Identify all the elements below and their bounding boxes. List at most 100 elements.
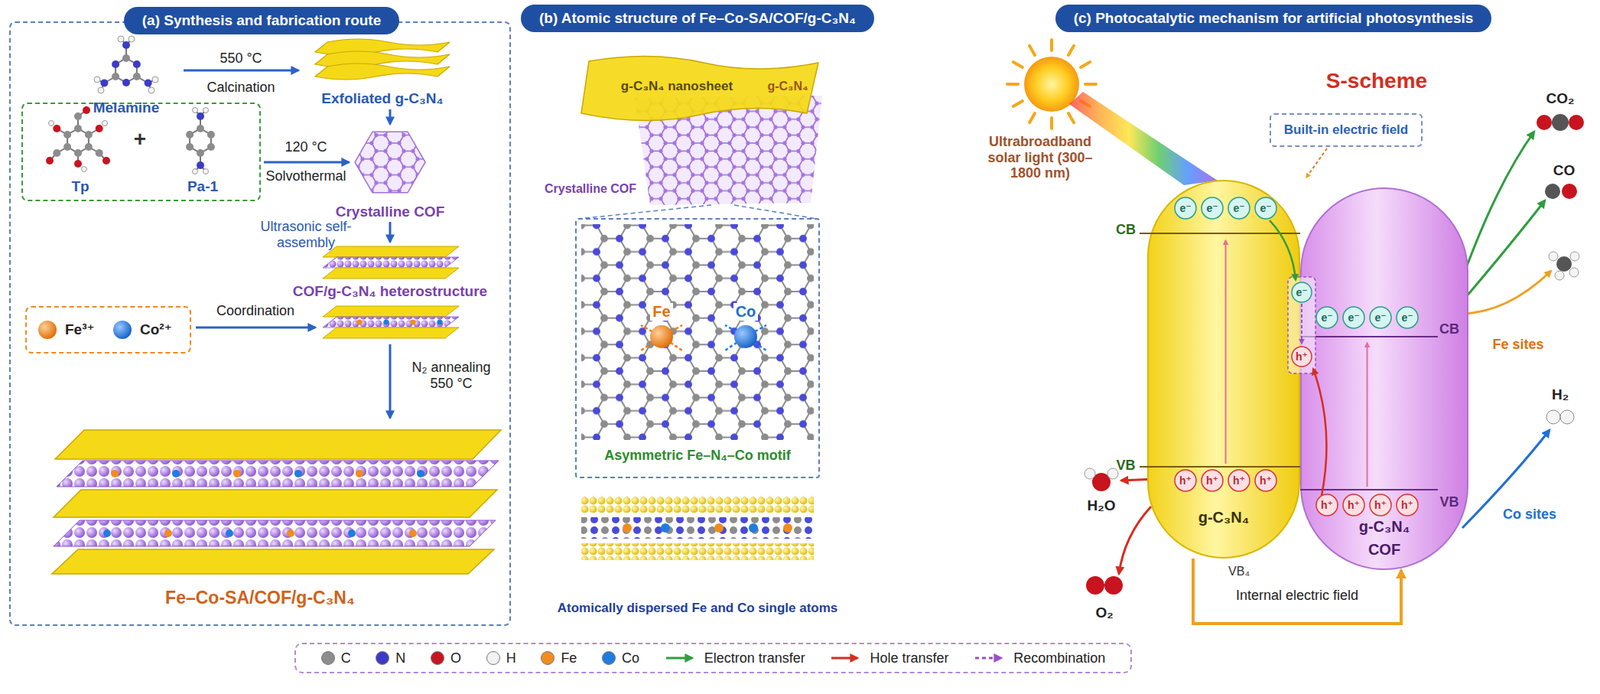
co-molecule xyxy=(1544,183,1578,199)
legend-item: C xyxy=(321,650,352,667)
text-label: H₂ xyxy=(1551,386,1569,404)
text-anchor: Co²⁺ xyxy=(139,321,173,339)
text-label: g-C₃N₄ xyxy=(1198,508,1250,527)
text-label: S-scheme xyxy=(1326,68,1428,94)
text-anchor: S-scheme xyxy=(1326,68,1428,94)
legend-text: Electron transfer xyxy=(704,650,806,667)
final-catalyst xyxy=(52,429,501,574)
text-anchor: CO xyxy=(1553,162,1576,179)
cof-crystal xyxy=(354,131,426,193)
text-anchor: e⁻ xyxy=(1232,201,1245,215)
text-label: Exfoliated g-C₃N₄ xyxy=(321,90,443,108)
exfoliated-sheets xyxy=(315,39,450,80)
header-text: (b) Atomic structure of Fe–Co-SA/COF/g-C… xyxy=(539,9,856,27)
text-anchor: Coordination xyxy=(216,302,295,319)
text-anchor: e⁻ xyxy=(1320,311,1333,324)
legend-text: Recombination xyxy=(1013,650,1106,667)
text-label: O₂ xyxy=(1095,604,1113,622)
legend-text: Fe xyxy=(560,650,577,667)
text-anchor: Asymmetric Fe–N₄–Co motif xyxy=(604,447,791,464)
text-label: h⁺ xyxy=(1320,498,1334,511)
text-label: Atomically dispersed Fe and Co single at… xyxy=(557,600,839,616)
legend-line xyxy=(975,656,1002,660)
text-label: COF/g-C₃N₄ heterostructure xyxy=(292,282,488,300)
text-label: Coordination xyxy=(216,302,295,319)
text-anchor: 120 °C xyxy=(284,139,327,156)
text-anchor: Fe xyxy=(650,302,673,321)
text-label: VB xyxy=(1115,457,1135,474)
text-anchor: CB xyxy=(1439,321,1460,338)
text-label: Fe–Co-SA/COF/g-C₃N₄ xyxy=(165,587,355,608)
text-anchor: g-C₃N₄ xyxy=(1198,508,1250,527)
text-label: e⁻ xyxy=(1206,201,1218,215)
text-anchor: VB₄ xyxy=(1228,564,1250,579)
text-anchor: COF/g-C₃N₄ heterostructure xyxy=(292,282,488,300)
legend-swatch xyxy=(486,650,501,665)
text-anchor: Co xyxy=(733,302,759,321)
text-label: + xyxy=(133,126,147,152)
legend-text: C xyxy=(341,650,352,667)
legend-item: Co xyxy=(601,650,640,667)
text-label: h⁺ xyxy=(1206,474,1219,487)
text-label: Pa-1 xyxy=(187,178,218,196)
text-label: 120 °C xyxy=(284,139,327,156)
panel-frame: (a) Synthesis and fabrication routeTpPa-… xyxy=(9,21,511,626)
text-anchor: h⁺ xyxy=(1206,474,1219,487)
text-label: h⁺ xyxy=(1295,350,1308,363)
legend-line xyxy=(831,656,858,660)
text-label: h⁺ xyxy=(1374,498,1387,511)
legend-swatch xyxy=(430,650,445,665)
text-anchor: Crystalline COF xyxy=(335,203,446,221)
panel-header: (b) Atomic structure of Fe–Co-SA/COF/g-C… xyxy=(520,4,875,33)
light-beam xyxy=(1069,91,1218,186)
text-anchor: h⁺ xyxy=(1179,474,1192,487)
water-molecule xyxy=(1084,468,1119,492)
text-anchor: Fe³⁺ xyxy=(65,321,95,339)
text-label: e⁻ xyxy=(1374,311,1386,324)
legend-line-sample xyxy=(664,652,699,664)
text-anchor: Tp xyxy=(71,178,89,196)
text-anchor: CO₂ xyxy=(1546,90,1575,108)
h2-molecule xyxy=(1546,409,1574,424)
text-anchor: 550 °C xyxy=(219,50,262,67)
text-label: N₂ annealing 550 °C xyxy=(401,359,501,391)
text-anchor: COF xyxy=(1368,540,1401,559)
text-anchor: Internal electric field xyxy=(1235,587,1359,604)
text-anchor: e⁻ xyxy=(1206,201,1218,215)
legend-text: H xyxy=(506,650,517,667)
field-box: Built-in electric field xyxy=(1269,113,1423,147)
legend-line-sample xyxy=(829,652,864,664)
text-anchor: Built-in electric field xyxy=(1284,122,1409,138)
sun-icon xyxy=(1007,39,1096,129)
text-anchor: g-C₃N₄ xyxy=(1359,517,1411,536)
text-label: Built-in electric field xyxy=(1284,122,1409,138)
nanosheet xyxy=(581,55,819,121)
text-anchor: Atomically dispersed Fe and Co single at… xyxy=(557,600,839,616)
text-anchor: Solvothermal xyxy=(265,168,346,185)
text-anchor: Fe–Co-SA/COF/g-C₃N₄ xyxy=(165,587,355,608)
text-label: VB₄ xyxy=(1228,564,1250,579)
reaction-arrows xyxy=(1118,131,1552,574)
text-label: Ultrasonic self-assembly xyxy=(252,218,360,251)
ch4-molecule xyxy=(1548,251,1580,280)
text-label: h⁺ xyxy=(1401,498,1414,511)
text-label: e⁻ xyxy=(1259,201,1272,215)
atom-layers xyxy=(581,495,814,560)
legend-line-sample xyxy=(973,652,1008,664)
text-anchor: Ultrabroadband solar light (300–1800 nm) xyxy=(974,133,1106,182)
text-anchor: g-C₃N₄ nanosheet xyxy=(621,78,733,95)
text-anchor: (a) Synthesis and fabrication route xyxy=(123,6,400,35)
legend-box: CNOHFeCoElectron transferHole transferRe… xyxy=(294,642,1132,674)
text-anchor: e⁻ xyxy=(1401,311,1413,324)
text-label: h⁺ xyxy=(1347,498,1360,511)
legend-text: O xyxy=(450,650,462,667)
legend-item: O xyxy=(430,650,462,667)
text-label: Solvothermal xyxy=(265,168,346,185)
legend-swatch xyxy=(375,650,390,665)
text-anchor: N₂ annealing 550 °C xyxy=(401,359,501,391)
text-label: h⁺ xyxy=(1179,474,1192,487)
text-label: (a) Synthesis and fabrication route xyxy=(123,6,400,35)
legend-item: Hole transfer xyxy=(829,650,949,667)
text-anchor: CB xyxy=(1115,221,1136,238)
text-label: Ultrabroadband solar light (300–1800 nm) xyxy=(974,133,1106,182)
